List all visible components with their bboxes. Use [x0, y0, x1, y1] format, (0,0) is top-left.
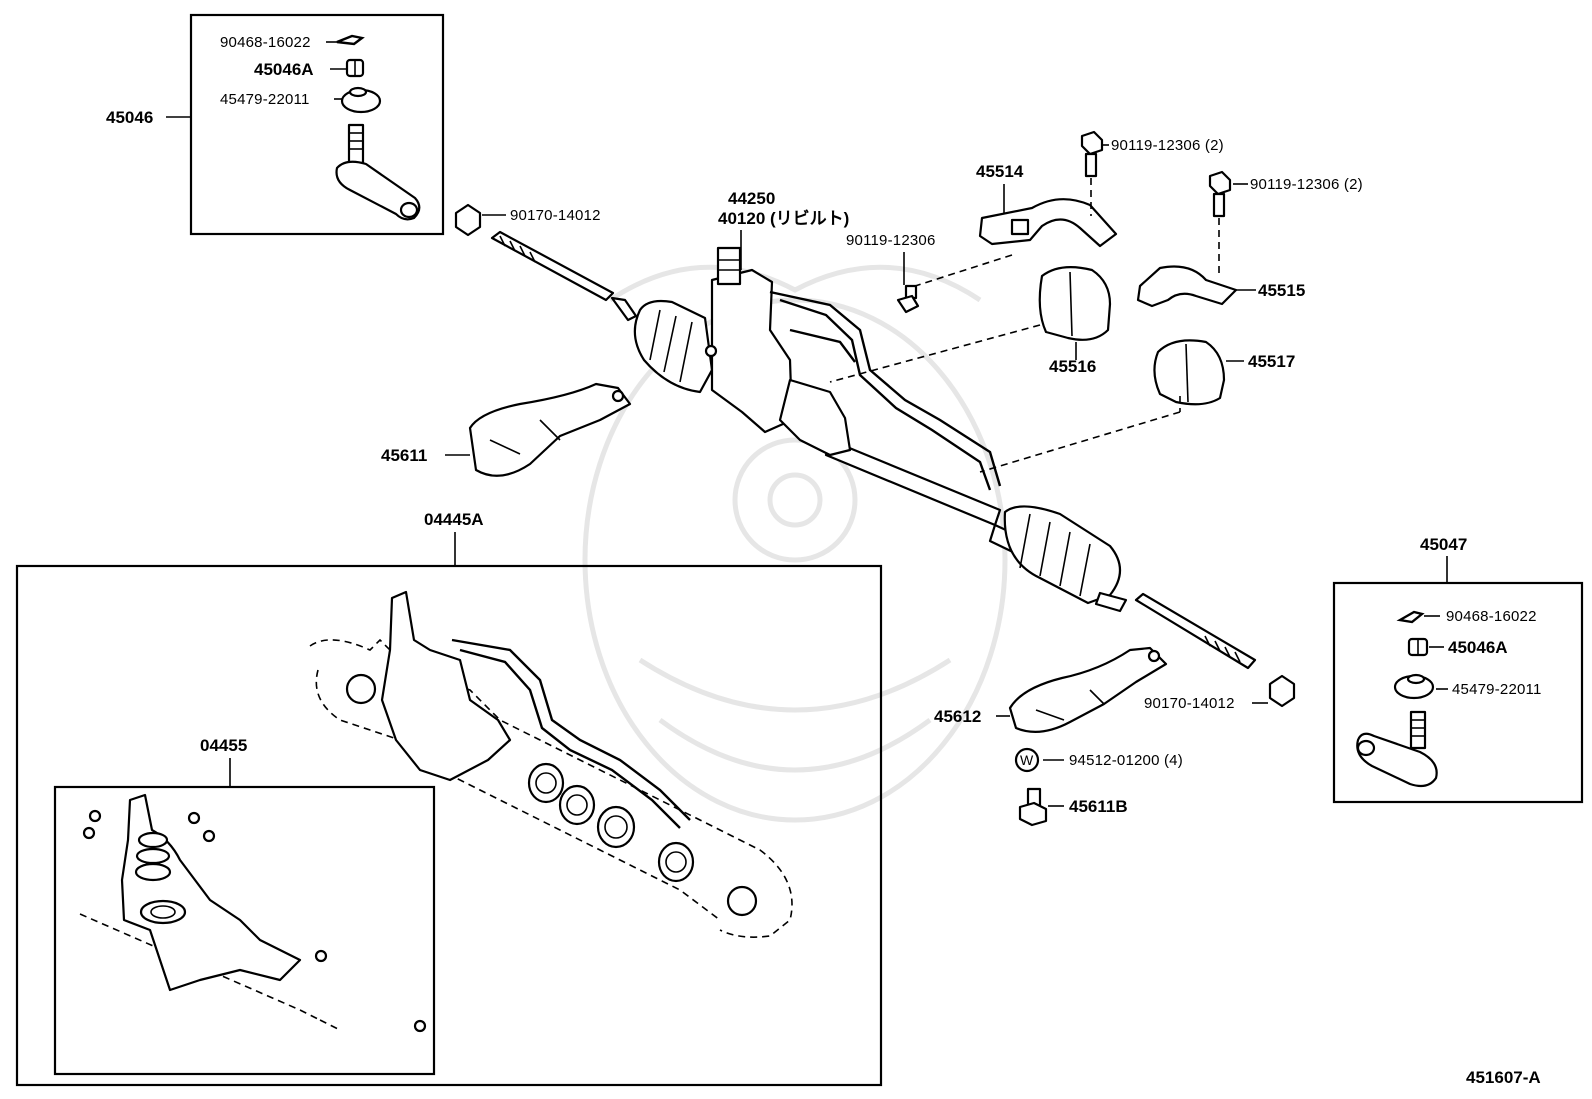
- gear-assy-label-2: 40120 (リビルト): [718, 209, 849, 228]
- cotter-pin-left-icon: [336, 34, 365, 46]
- diagram-id: 451607-A: [1466, 1068, 1541, 1087]
- insulator-right-icon: [1008, 646, 1168, 733]
- kit-housing-outline-icon: [309, 590, 793, 938]
- bolt-small-label: 90119-12306: [846, 232, 936, 249]
- bushing-2-icon: [1153, 339, 1226, 406]
- bracket-1-icon: [978, 198, 1118, 248]
- steering-gear-assembly-icon: [633, 246, 1122, 605]
- kit-sub-label: 04455: [200, 736, 247, 755]
- dust-boot-left-icon: [340, 86, 382, 114]
- rack-end-right-label: 90170-14012: [1144, 695, 1235, 712]
- kit-main-box: [15, 564, 883, 1087]
- bolt-bottom-icon: [1018, 787, 1048, 827]
- gear-assy-label-1: 44250: [728, 189, 775, 208]
- dust-boot-right-icon: [1393, 673, 1435, 700]
- bushing-1-icon: [1038, 265, 1112, 341]
- washer-mark: W: [1020, 752, 1034, 768]
- watermark-emblem: [582, 264, 1008, 823]
- rack-end-rod-left-icon: [490, 230, 638, 322]
- tie-rod-end-right-box: [1332, 581, 1584, 804]
- rack-end-nut-right-icon: [1268, 674, 1296, 708]
- tie-end-left-label: 45046: [106, 108, 153, 127]
- washer-label: 94512-01200 (4): [1069, 752, 1183, 769]
- clip-left-label: 90468-16022: [220, 34, 311, 51]
- rack-end-left-label: 90170-14012: [510, 207, 601, 224]
- kit-main-label: 04445A: [424, 510, 484, 529]
- bolt-top-2-label: 90119-12306 (2): [1250, 176, 1363, 193]
- insulator-left-icon: [468, 382, 632, 477]
- bolt-top-1-label: 90119-12306 (2): [1111, 137, 1224, 154]
- rack-end-nut-left-icon: [454, 203, 482, 237]
- castle-nut-right-icon: [1407, 637, 1429, 657]
- kit-sub-parts-icon: [79, 793, 427, 1033]
- bolt-top-1-icon: [1080, 130, 1104, 178]
- washer-icon: W: [1014, 747, 1040, 773]
- bolt-top-2-icon: [1208, 170, 1232, 218]
- clip-right-label: 90468-16022: [1446, 608, 1537, 625]
- tie-rod-end-left-icon: [335, 123, 421, 221]
- insulator-left-label: 45611: [381, 446, 427, 465]
- kit-sub-box: [53, 785, 436, 1076]
- tie-end-right-label: 45047: [1420, 535, 1467, 554]
- insulator-right-label: 45612: [934, 707, 981, 726]
- tie-rod-end-left-box: [189, 13, 445, 236]
- bushing-2-label: 45517: [1248, 352, 1295, 371]
- bolt-bottom-label: 45611B: [1069, 797, 1128, 816]
- tie-rod-end-right-icon: [1356, 710, 1438, 788]
- cotter-pin-right-icon: [1396, 610, 1425, 624]
- rack-end-rod-right-icon: [1094, 591, 1257, 670]
- nut-right-label: 45046A: [1448, 638, 1508, 657]
- castle-nut-left-icon: [345, 58, 365, 78]
- bracket-2-label: 45515: [1258, 281, 1305, 300]
- bracket-2-icon: [1136, 265, 1238, 308]
- bracket-1-label: 45514: [976, 162, 1024, 181]
- boot-right-label: 45479-22011: [1452, 681, 1542, 698]
- nut-left-label: 45046A: [254, 60, 314, 79]
- boot-left-label: 45479-22011: [220, 91, 310, 108]
- bushing-1-label: 45516: [1049, 357, 1096, 376]
- small-bolt-icon: [896, 284, 920, 314]
